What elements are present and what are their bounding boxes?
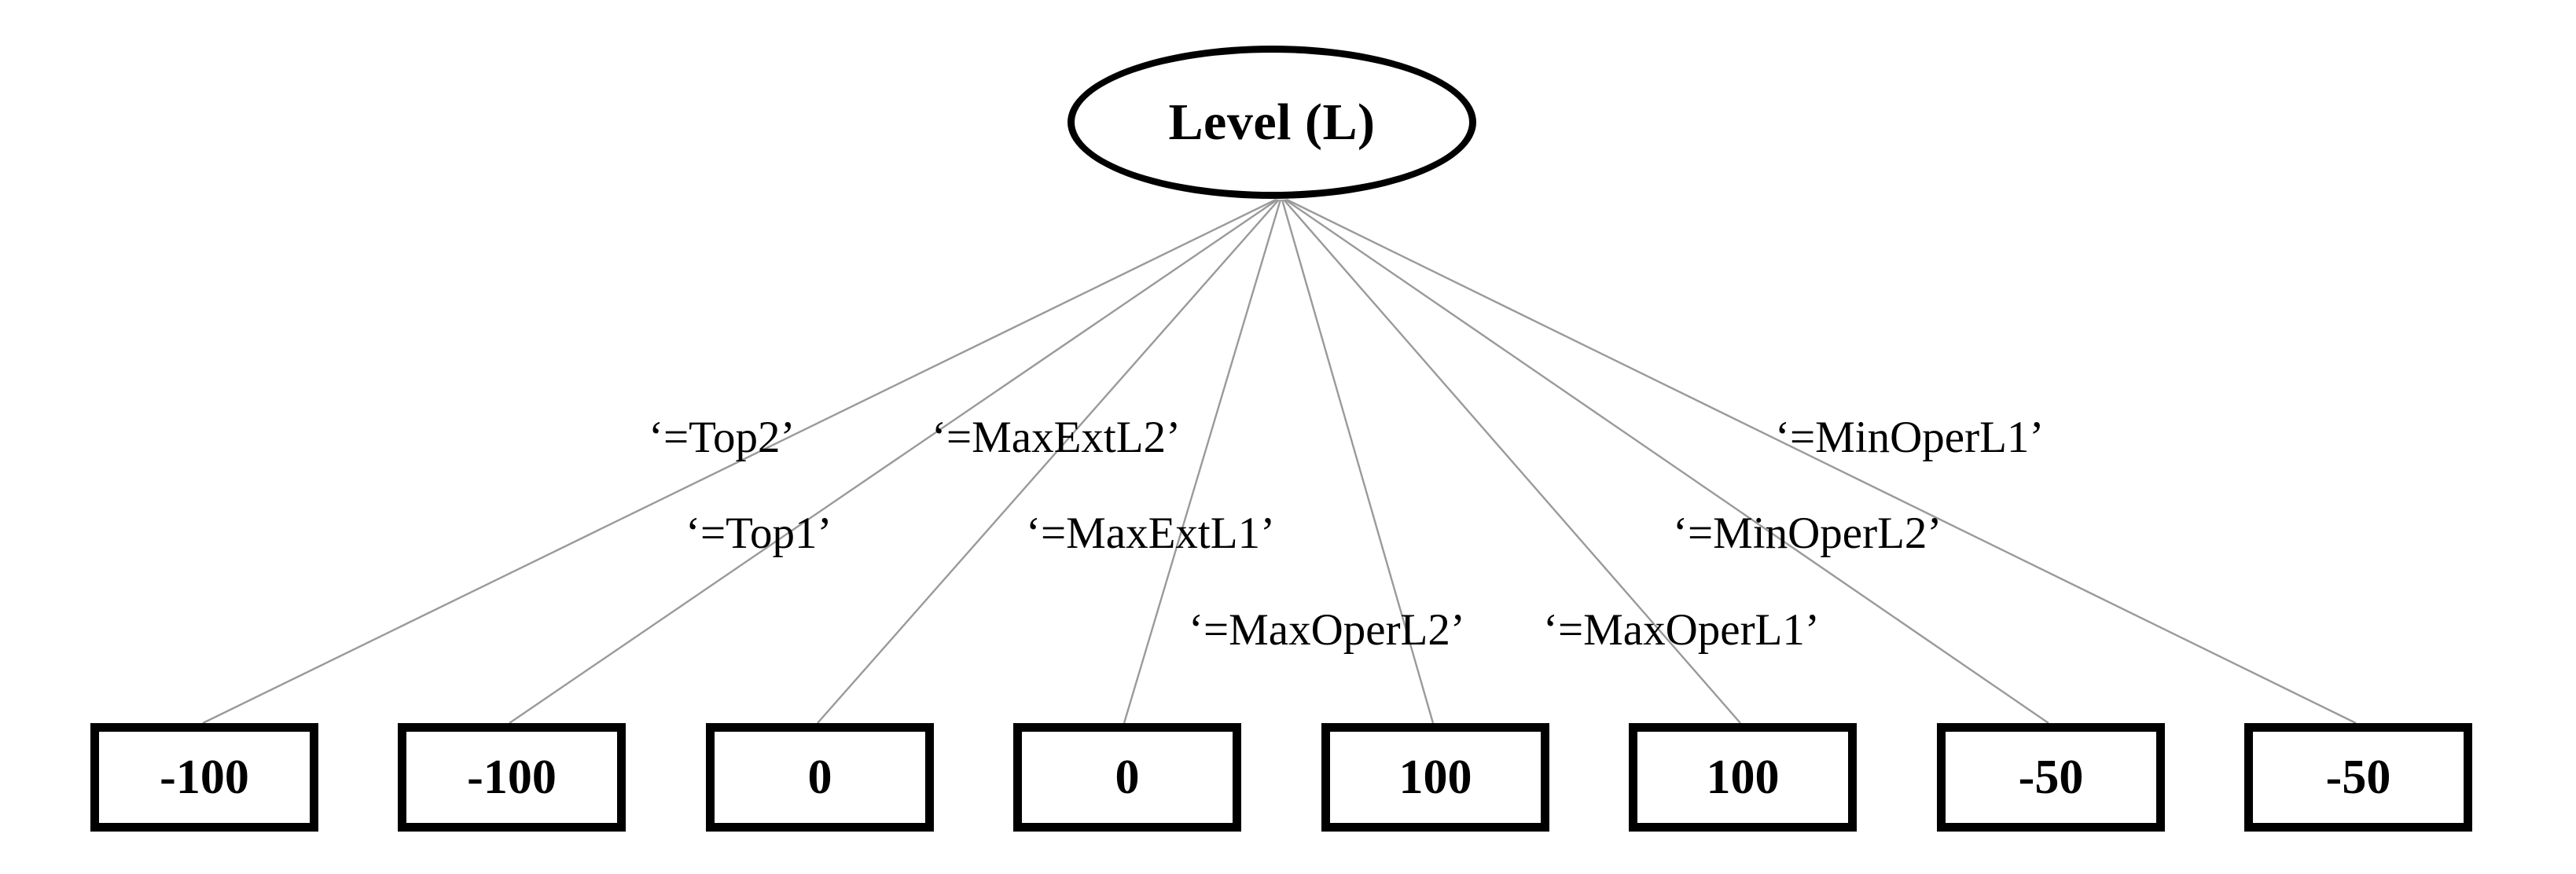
edge-label-maxextl1: ‘=MaxExtL1’ <box>1026 509 1276 558</box>
edge-line-3 <box>817 199 1280 724</box>
edge-line-4 <box>1123 199 1282 724</box>
leaf-node-value: -100 <box>467 751 557 804</box>
leaf-node-3[interactable]: 0 <box>706 723 934 832</box>
edge-line-8 <box>1286 198 2357 725</box>
leaf-node-value: 100 <box>1706 751 1780 804</box>
edge-label-minoperl1: ‘=MinOperL1’ <box>1775 413 2045 462</box>
edge-label-maxoperl2: ‘=MaxOperL2’ <box>1189 605 1465 655</box>
edge-label-maxextl2: ‘=MaxExtL2’ <box>932 413 1181 462</box>
root-node-level[interactable]: Level (L) <box>1068 46 1476 199</box>
root-node-label: Level (L) <box>1168 93 1376 151</box>
edge-label-top1: ‘=Top1’ <box>685 509 832 558</box>
edge-line-7 <box>1284 199 2049 724</box>
leaf-node-5[interactable]: 100 <box>1321 723 1549 832</box>
edge-line-6 <box>1283 199 1741 724</box>
leaf-node-value: 0 <box>807 751 832 804</box>
leaf-node-4[interactable]: 0 <box>1013 723 1241 832</box>
leaf-node-2[interactable]: -100 <box>398 723 626 832</box>
edge-line-5 <box>1281 199 1435 724</box>
leaf-node-value: 0 <box>1115 751 1140 804</box>
edge-label-maxoperl1: ‘=MaxOperL1’ <box>1543 605 1820 655</box>
leaf-node-8[interactable]: -50 <box>2244 723 2472 832</box>
leaf-node-value: 100 <box>1398 751 1472 804</box>
leaf-node-value: -100 <box>160 751 249 804</box>
edge-label-minoperl2: ‘=MinOperL2’ <box>1673 509 1942 558</box>
edge-line-1 <box>202 198 1277 725</box>
edge-label-top2: ‘=Top2’ <box>649 413 796 462</box>
leaf-node-6[interactable]: 100 <box>1629 723 1857 832</box>
leaf-node-1[interactable]: -100 <box>90 723 318 832</box>
leaf-node-value: -50 <box>2018 751 2084 804</box>
edge-line-2 <box>509 199 1278 724</box>
leaf-node-7[interactable]: -50 <box>1937 723 2165 832</box>
leaf-node-value: -50 <box>2325 751 2391 804</box>
